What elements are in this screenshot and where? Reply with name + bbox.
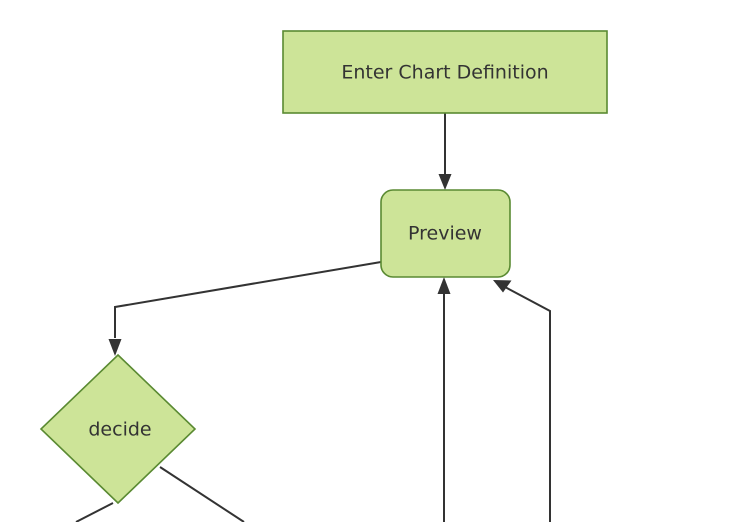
node-preview-shape[interactable] bbox=[380, 189, 511, 278]
node-decide[interactable]: decide bbox=[39, 353, 197, 505]
node-preview[interactable]: Preview bbox=[380, 189, 511, 278]
edge-layer bbox=[75, 113, 551, 522]
arrow-head-enter-to-preview bbox=[438, 174, 452, 190]
arrow-head-preview-to-decide bbox=[108, 339, 122, 356]
edge-preview-to-decide bbox=[114, 261, 382, 338]
edge-bottom-right-to-preview bbox=[504, 286, 551, 522]
edge-decide-bottom-offscreen bbox=[75, 502, 114, 522]
node-enter-chart-definition[interactable]: Enter Chart Definition bbox=[282, 30, 608, 114]
edge-decide-right-offscreen bbox=[159, 466, 245, 522]
arrow-head-bottom-right-to-preview bbox=[493, 280, 512, 293]
node-decide-shape[interactable] bbox=[39, 353, 197, 505]
node-enter-chart-definition-shape[interactable] bbox=[282, 30, 608, 114]
node-layer: Enter Chart Definition Preview decide bbox=[39, 30, 608, 505]
arrow-head-bottom-center-to-preview bbox=[437, 277, 451, 294]
